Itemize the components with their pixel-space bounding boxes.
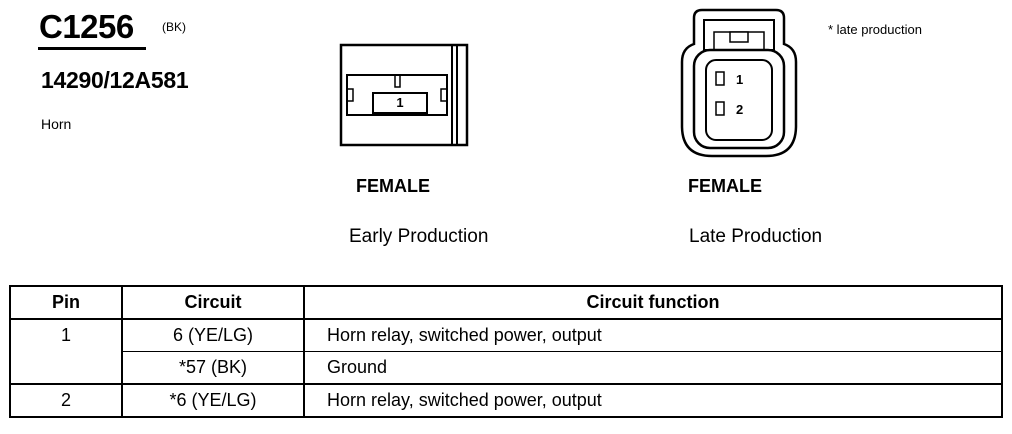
late-connector-housing bbox=[680, 8, 798, 158]
connector-description: Horn bbox=[41, 116, 72, 132]
late-pin-1-cavity bbox=[715, 71, 725, 86]
row-circuit: *6 (YE/LG) bbox=[121, 383, 305, 418]
early-connector-housing bbox=[339, 43, 469, 147]
table-header-row: Pin Circuit Circuit function bbox=[9, 286, 1003, 320]
late-pin-2-label: 2 bbox=[736, 102, 743, 117]
late-connector-face bbox=[692, 48, 786, 150]
late-production-footnote: * late production bbox=[828, 22, 922, 37]
header-circuit-function: Circuit function bbox=[303, 286, 1003, 320]
row-circuit: 6 (YE/LG) bbox=[121, 318, 305, 352]
row-circuit: *57 (BK) bbox=[121, 351, 305, 385]
late-pin-1-label: 1 bbox=[736, 72, 743, 87]
connector-id-underline bbox=[38, 47, 146, 50]
row-pin: 1 bbox=[9, 318, 123, 385]
early-connector-side-tab bbox=[346, 88, 354, 102]
early-pin-1-cavity bbox=[372, 92, 428, 114]
part-number: 14290/12A581 bbox=[41, 67, 189, 93]
header-circuit: Circuit bbox=[121, 286, 305, 320]
row-circuit-function: Ground bbox=[303, 351, 1003, 385]
table-row: 2 *6 (YE/LG) Horn relay, switched power,… bbox=[9, 383, 1003, 418]
early-production-label: Early Production bbox=[349, 226, 489, 247]
late-connector-cavity bbox=[705, 59, 773, 141]
late-connector-diagram: 1 2 bbox=[680, 8, 798, 158]
table-row: 1 6 (YE/LG) Horn relay, switched power, … bbox=[9, 318, 1003, 385]
row-circuit-function: Horn relay, switched power, output bbox=[303, 318, 1003, 352]
early-connector-diagram: 1 bbox=[339, 43, 469, 147]
early-connector-gender: FEMALE bbox=[356, 176, 430, 196]
header-pin: Pin bbox=[9, 286, 123, 320]
connector-wire-color: (BK) bbox=[162, 20, 186, 34]
late-production-label: Late Production bbox=[689, 226, 823, 247]
table-row: *57 (BK) Ground bbox=[10, 351, 1003, 385]
row-circuit-function: Horn relay, switched power, output bbox=[303, 383, 1003, 418]
early-connector-key bbox=[394, 74, 401, 88]
row-pin: 2 bbox=[9, 383, 123, 418]
late-connector-gender: FEMALE bbox=[688, 176, 762, 196]
late-connector-key bbox=[729, 31, 749, 43]
late-pin-2-cavity bbox=[715, 101, 725, 116]
pinout-table: Pin Circuit Circuit function 1 6 (YE/LG)… bbox=[9, 285, 1003, 418]
early-connector-side-tab-2 bbox=[440, 88, 448, 102]
early-pin-1-label: 1 bbox=[396, 95, 403, 110]
connector-id: C1256 bbox=[39, 8, 134, 45]
